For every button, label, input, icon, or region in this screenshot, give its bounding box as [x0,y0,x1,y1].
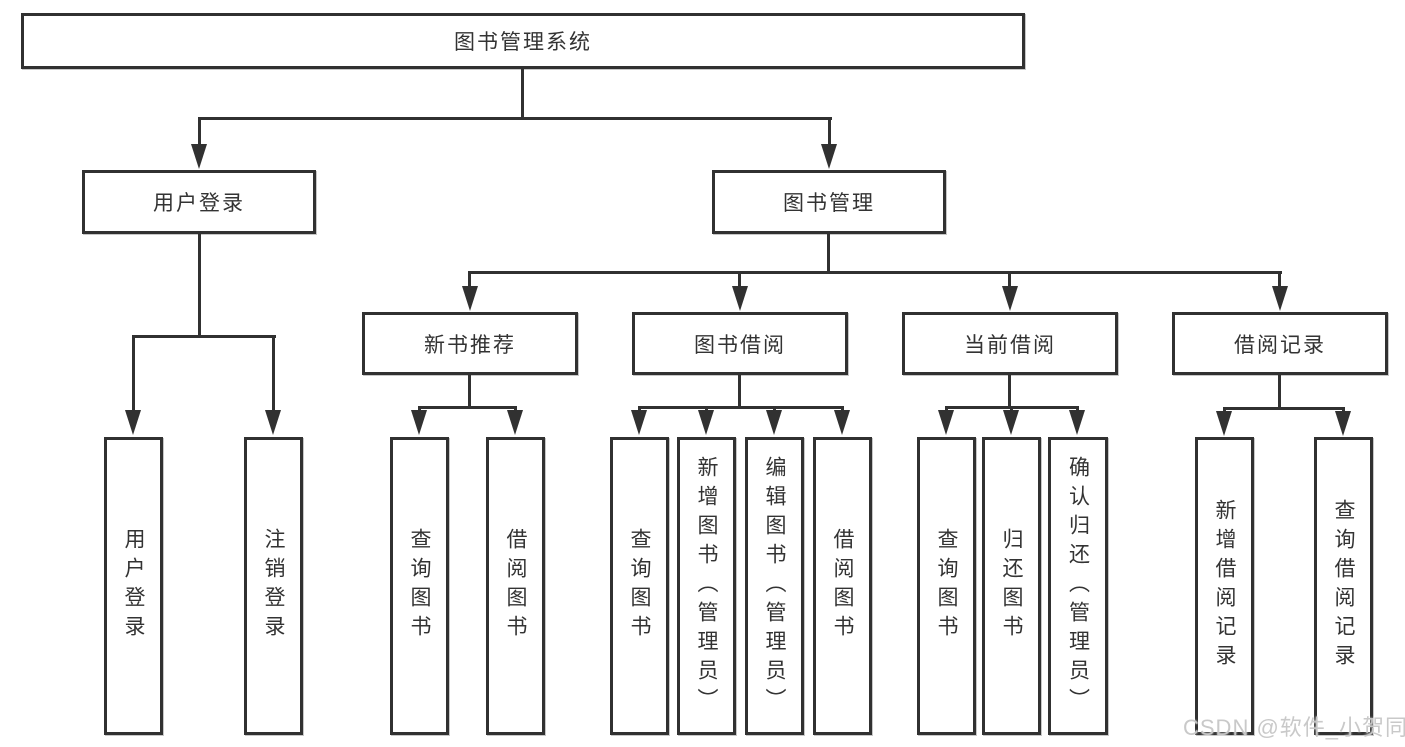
leaf-bb-borrow-books: 借阅图书 [813,437,872,735]
arrow-down-icon [766,410,782,435]
node-book-borrow-label: 图书借阅 [694,333,786,357]
node-root: 图书管理系统 [21,13,1025,69]
leaf-bb-add-books-admin: 新增图书（管理员） [677,437,736,735]
arrow-down-icon [507,410,523,435]
leaf-bb-edit-books-admin: 编辑图书（管理员） [745,437,804,735]
leaf-nb-query-books-label: 查询图书 [408,528,431,644]
leaf-bb-borrow-books-label: 借阅图书 [831,528,854,644]
leaf-br-add-borrow-record-label: 新增借阅记录 [1213,499,1236,673]
node-borrow-records: 借阅记录 [1172,312,1388,375]
leaf-cb-query-books: 查询图书 [917,437,976,735]
leaf-cb-confirm-return-admin-label: 确认归还（管理员） [1066,455,1090,717]
leaf-cb-return-books-label: 归还图书 [1000,528,1023,644]
node-current-borrow-label: 当前借阅 [964,333,1056,357]
leaf-logout-label: 注销登录 [262,528,285,644]
leaf-br-query-borrow-record: 查询借阅记录 [1314,437,1373,735]
arrow-down-icon [698,410,714,435]
arrow-down-icon [1069,410,1085,435]
leaf-br-query-borrow-record-label: 查询借阅记录 [1332,499,1355,673]
node-book-borrow: 图书借阅 [632,312,848,375]
arrow-down-icon [1002,286,1018,311]
leaf-bb-query-books-label: 查询图书 [628,528,651,644]
leaf-cb-query-books-label: 查询图书 [935,528,958,644]
leaf-br-add-borrow-record: 新增借阅记录 [1195,437,1254,735]
arrow-down-icon [1216,411,1232,436]
leaf-user-login-label: 用户登录 [122,528,145,644]
arrow-down-icon [732,286,748,311]
node-new-book-recommend-label: 新书推荐 [424,333,516,357]
arrow-down-icon [1003,410,1019,435]
arrow-down-icon [821,144,837,169]
arrow-down-icon [1272,286,1288,311]
leaf-bb-add-books-admin-label: 新增图书（管理员） [695,455,718,717]
leaf-nb-borrow-books: 借阅图书 [486,437,545,735]
node-book-management: 图书管理 [712,170,946,234]
node-user-login: 用户登录 [82,170,316,234]
arrow-down-icon [125,410,141,435]
watermark: CSDN @软件_小贺同学 [1183,715,1405,740]
arrow-down-icon [191,144,207,169]
leaf-cb-confirm-return-admin: 确认归还（管理员） [1048,437,1108,735]
leaf-nb-query-books: 查询图书 [390,437,449,735]
arrow-down-icon [411,410,427,435]
leaf-bb-query-books: 查询图书 [610,437,669,735]
arrow-down-icon [834,410,850,435]
arrow-down-icon [1335,411,1351,436]
node-book-management-label: 图书管理 [783,192,875,215]
arrow-down-icon [265,410,281,435]
leaf-logout: 注销登录 [244,437,303,735]
node-root-label: 图书管理系统 [454,31,592,54]
arrow-down-icon [631,410,647,435]
node-borrow-records-label: 借阅记录 [1234,333,1326,357]
leaf-user-login: 用户登录 [104,437,163,735]
leaf-cb-return-books: 归还图书 [982,437,1041,735]
arrow-down-icon [938,410,954,435]
leaf-nb-borrow-books-label: 借阅图书 [504,528,527,644]
node-user-login-label: 用户登录 [153,192,245,215]
arrow-down-icon [462,286,478,311]
leaf-bb-edit-books-admin-label: 编辑图书（管理员） [763,455,786,717]
node-new-book-recommend: 新书推荐 [362,312,578,375]
node-current-borrow: 当前借阅 [902,312,1118,375]
